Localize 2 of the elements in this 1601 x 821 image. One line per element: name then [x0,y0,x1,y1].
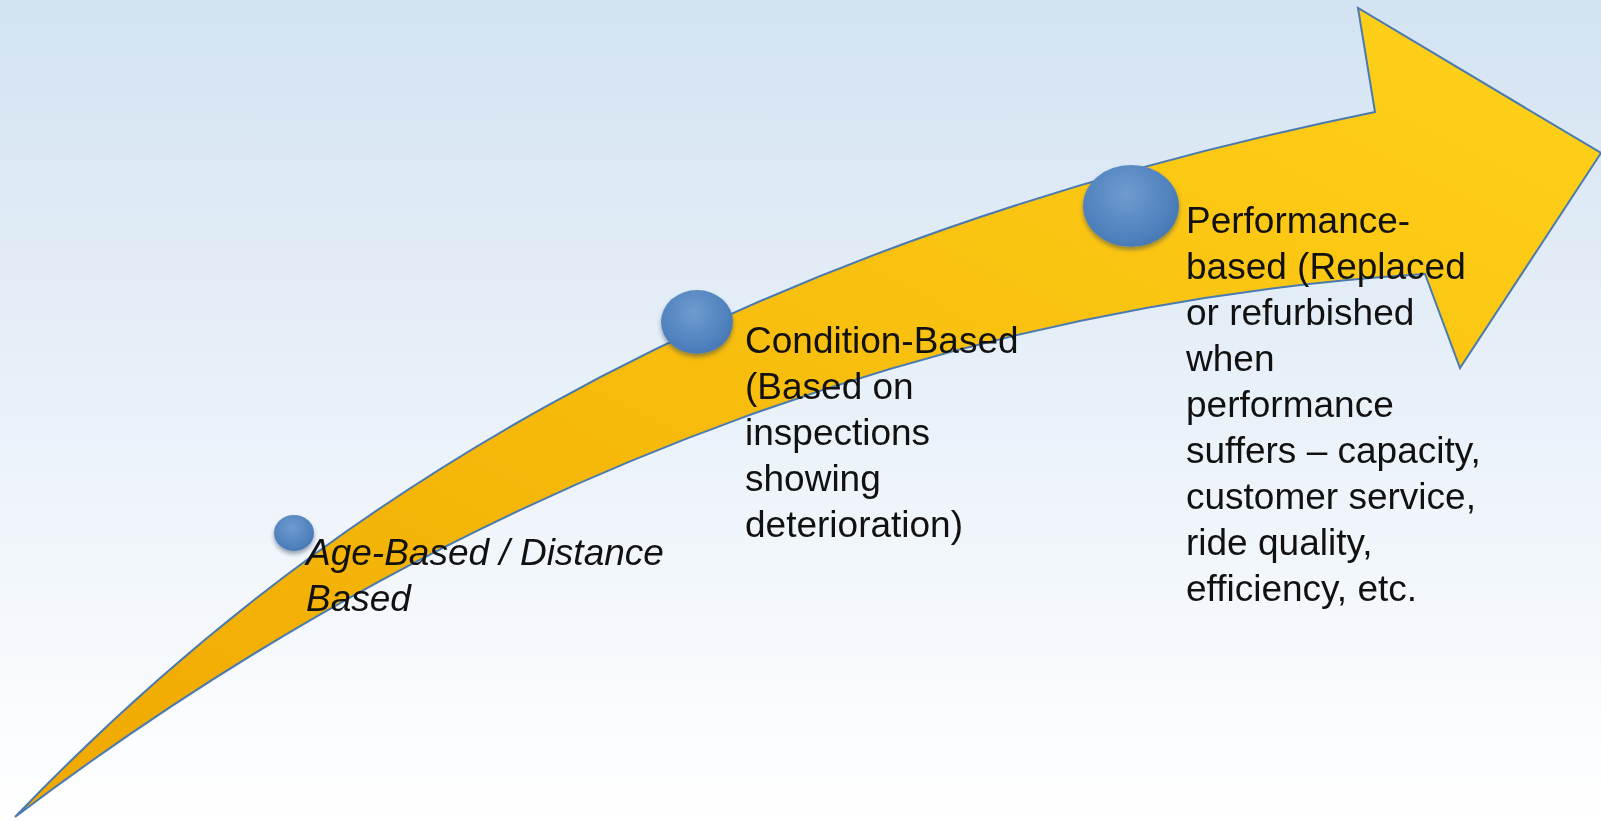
stage-description: Performance-based (Replaced or refurbished when performance suffers – capacity, customer service, ride quality, efficiency, etc. [1186,199,1482,611]
circle-marker [661,290,733,354]
